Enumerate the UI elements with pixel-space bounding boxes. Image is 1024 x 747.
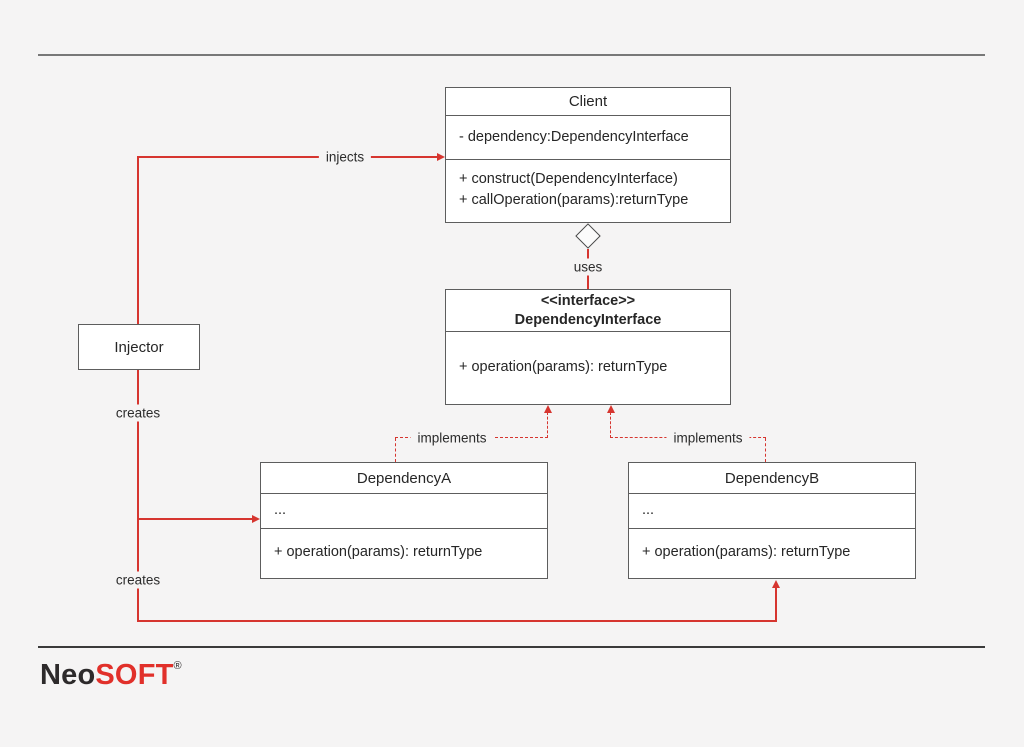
interface-method: + operation(params): returnType xyxy=(459,358,668,375)
dependency-b-attribute: ... xyxy=(642,502,655,519)
dependency-b-methods-section: + operation(params): returnType xyxy=(629,529,915,576)
implements-left-label: implements xyxy=(410,429,494,447)
neosoft-logo: NeoSOFT® xyxy=(40,659,182,692)
creates-label-top: creates xyxy=(110,404,166,422)
client-class-box: Client - dependency:DependencyInterface … xyxy=(445,87,731,223)
creates-b-connector-horizontal xyxy=(137,620,777,622)
implements-left-arrowhead-icon xyxy=(543,405,552,413)
implements-right-vertical-upper xyxy=(610,412,611,438)
client-methods-section: + construct(DependencyInterface) + callO… xyxy=(446,160,730,220)
dependency-a-methods-section: + operation(params): returnType xyxy=(261,529,547,576)
aggregation-diamond-icon xyxy=(575,223,601,249)
creates-connector-vertical xyxy=(137,370,139,622)
dependency-a-method: + operation(params): returnType xyxy=(274,543,483,560)
implements-left-vertical-upper xyxy=(547,412,548,438)
dependency-b-class-box: DependencyB ... + operation(params): ret… xyxy=(628,462,916,579)
client-method: + callOperation(params):returnType xyxy=(459,192,689,208)
implements-left-vertical-lower xyxy=(395,438,396,462)
dependency-a-attributes-section: ... xyxy=(261,494,547,529)
dependency-b-attributes-section: ... xyxy=(629,494,915,529)
interface-stereotype: <<interface>> xyxy=(540,293,636,310)
registered-trademark-icon: ® xyxy=(173,660,182,672)
creates-label-bottom: creates xyxy=(110,571,166,589)
logo-soft-text: SOFT xyxy=(95,659,174,691)
implements-right-arrowhead-icon xyxy=(606,405,615,413)
interface-name: DependencyInterface xyxy=(514,311,662,328)
client-attribute: - dependency:DependencyInterface xyxy=(459,128,689,145)
implements-right-label: implements xyxy=(666,429,750,447)
client-class-title: Client xyxy=(446,88,730,116)
bottom-divider-line xyxy=(38,646,985,648)
uses-label: uses xyxy=(569,258,607,276)
top-divider-line xyxy=(38,54,985,56)
injects-connector-vertical xyxy=(137,157,139,324)
creates-b-arrowhead-icon xyxy=(771,580,780,588)
dependency-interface-title: <<interface>> DependencyInterface xyxy=(446,290,730,332)
client-attributes-section: - dependency:DependencyInterface xyxy=(446,116,730,160)
client-method: + construct(DependencyInterface) xyxy=(459,170,678,187)
creates-a-connector-horizontal xyxy=(137,518,254,520)
creates-a-arrowhead-icon xyxy=(252,514,260,523)
creates-b-connector-vertical xyxy=(775,587,777,621)
injects-arrowhead-icon xyxy=(437,153,445,161)
logo-neo-text: Neo xyxy=(40,659,96,691)
injects-label: injects xyxy=(318,148,372,166)
injector-title: Injector xyxy=(114,338,164,356)
dependency-a-class-box: DependencyA ... + operation(params): ret… xyxy=(260,462,548,579)
injector-class-box: Injector xyxy=(78,324,200,370)
dependency-b-title: DependencyB xyxy=(629,463,915,494)
dependency-b-method: + operation(params): returnType xyxy=(642,543,851,560)
injects-connector-horizontal xyxy=(137,156,440,158)
interface-methods-section: + operation(params): returnType xyxy=(446,332,730,403)
dependency-a-title: DependencyA xyxy=(261,463,547,494)
dependency-interface-class-box: <<interface>> DependencyInterface + oper… xyxy=(445,289,731,405)
dependency-a-attribute: ... xyxy=(274,502,287,519)
implements-right-vertical-lower xyxy=(765,438,766,462)
